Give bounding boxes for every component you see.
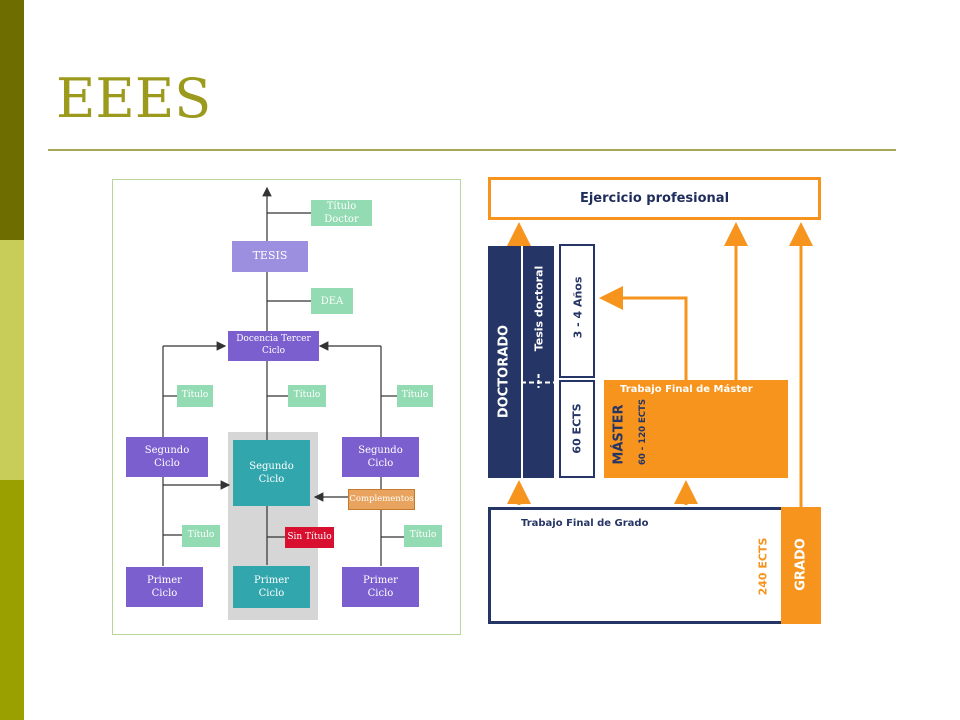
anios-label: 3 - 4 Años [571, 276, 585, 339]
primer-ciclo-line1: Primer [363, 575, 398, 586]
grado-ects-label: 240 ECTS [756, 537, 770, 596]
doctorado-column: DOCTORADO [488, 246, 521, 478]
docencia-tercer-ciclo-node: Docencia Tercer Ciclo [228, 331, 319, 361]
tfg-label: Trabajo Final de Grado [521, 518, 649, 529]
ejercicio-profesional-box: Ejercicio profesional [488, 177, 821, 220]
tesis-dash-divider [537, 374, 540, 388]
primer-ciclo-line1: Primer [147, 575, 182, 586]
complementos-node: Complementos [348, 489, 415, 510]
master-label: MÁSTER [611, 404, 627, 465]
dea-label: DEA [311, 288, 353, 314]
tesis-doctoral-label: Tesis doctoral [532, 265, 546, 352]
tesis-doctoral-column: Tesis doctoral [523, 246, 554, 478]
slide-stripe-top [0, 0, 24, 240]
primer-ciclo-line2: Ciclo [151, 588, 178, 599]
primer-ciclo-line2: Ciclo [367, 588, 394, 599]
title-divider [48, 149, 896, 151]
titulo-label-lower-right: Título [404, 525, 442, 547]
master-ects-label: 60 - 120 ECTS [638, 399, 648, 465]
titulo-label-center: Título [288, 385, 326, 407]
duracion-box: 3 - 4 Años [559, 244, 595, 378]
titulo-label-right: Título [397, 385, 433, 407]
segundo-ciclo-right-node: Segundo Ciclo [342, 437, 419, 477]
slide-title: EEES [56, 67, 212, 130]
slide-stripe-bottom [0, 480, 24, 720]
segundo-ciclo-left-node: Segundo Ciclo [126, 437, 208, 477]
sin-titulo-node: Sin Título [285, 527, 334, 548]
primer-ciclo-line1: Primer [254, 575, 289, 586]
grado-label: GRADO [793, 538, 809, 591]
segundo-ciclo-line2: Ciclo [367, 458, 394, 469]
grado-strip: GRADO [781, 507, 821, 624]
segundo-ciclo-line2: Ciclo [154, 458, 180, 469]
ects-60-box: 60 ECTS [559, 380, 595, 478]
segundo-ciclo-line2: Ciclo [258, 474, 285, 485]
slide-stripe-middle [0, 240, 24, 480]
tesis-node: TESIS [232, 241, 308, 272]
titulo-doctor-label: Título Doctor [311, 200, 372, 226]
doctorado-label: DOCTORADO [496, 324, 512, 419]
doctorado-dashed-separator [521, 381, 557, 384]
segundo-ciclo-line1: Segundo [249, 461, 294, 472]
tfm-label: Trabajo Final de Máster [620, 384, 753, 395]
primer-ciclo-right-node: Primer Ciclo [342, 567, 419, 607]
titulo-label-left: Título [177, 385, 213, 407]
master-box: Trabajo Final de Máster MÁSTER 60 - 120 … [604, 380, 788, 478]
primer-ciclo-center-node: Primer Ciclo [233, 566, 310, 608]
ects-60-label: 60 ECTS [570, 403, 584, 454]
segundo-ciclo-center-node: Segundo Ciclo [233, 440, 310, 506]
titulo-label-lower-left: Título [182, 525, 220, 547]
segundo-ciclo-line1: Segundo [144, 445, 190, 456]
primer-ciclo-left-node: Primer Ciclo [126, 567, 203, 607]
segundo-ciclo-line1: Segundo [358, 445, 403, 456]
primer-ciclo-line2: Ciclo [258, 588, 285, 599]
grado-box: Trabajo Final de Grado 240 ECTS [488, 507, 821, 624]
